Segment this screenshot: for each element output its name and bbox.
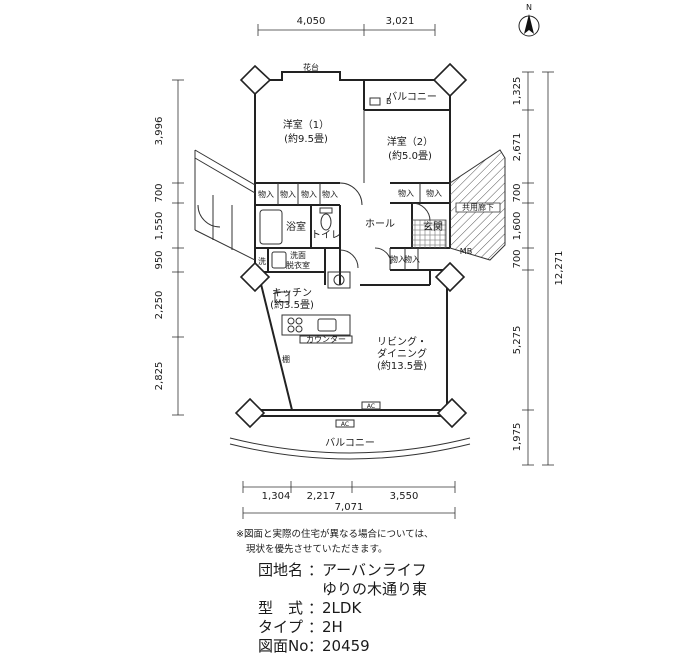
label-shared-corridor: 共用廊下 — [462, 202, 494, 212]
label-flower-bed: 花台 — [303, 62, 319, 72]
label-bath: 浴室 — [286, 220, 306, 233]
label-storage-1: 物入 — [258, 189, 274, 199]
label-dressing-2: 脱衣室 — [286, 260, 310, 270]
info-subtype: タイプ ： 2H — [258, 618, 427, 637]
dim-right-6: 5,275 — [512, 326, 523, 355]
dimension-top — [257, 24, 436, 36]
info-complex-2: ゆりの木通り東 — [258, 580, 427, 599]
info-colon: ： — [308, 561, 324, 579]
info-number: 図面No ： 20459 — [258, 637, 427, 656]
label-storage-8: 物入 — [404, 254, 420, 264]
dim-left-5: 2,250 — [154, 291, 165, 320]
label-wash: 洗 — [258, 256, 266, 266]
interior-details — [197, 97, 471, 460]
info-number-value: 20459 — [322, 637, 370, 655]
label-balcony-south: バルコニー — [325, 437, 375, 449]
label-ac-2: AC — [341, 421, 349, 428]
label-kitchen-name: キッチン — [272, 287, 312, 299]
info-type: 型 式 ： 2LDK — [258, 599, 427, 618]
label-western1-size: (約9.5畳) — [284, 132, 328, 145]
label-balcony-north: バルコニー — [387, 91, 437, 103]
dim-bottom-total: 7,071 — [335, 502, 364, 513]
compass-icon — [518, 14, 540, 37]
dim-top-1: 4,050 — [297, 16, 326, 27]
dim-right-2: 2,671 — [512, 133, 523, 162]
dim-right-total: 12,271 — [554, 251, 565, 286]
dimension-left — [172, 79, 184, 416]
info-complex: 団地名 ： アーバンライフ — [258, 561, 427, 580]
info-subtype-value: 2H — [322, 618, 343, 636]
dimension-right — [522, 71, 554, 466]
label-living-size: (約13.5畳) — [377, 359, 427, 372]
dimension-bottom — [242, 481, 456, 519]
label-storage-7: 物入 — [390, 254, 406, 264]
info-number-label: 図面No — [258, 637, 309, 655]
dim-left-3: 1,550 — [154, 212, 165, 241]
info-colon: ： — [308, 618, 324, 636]
label-western2-size: (約5.0畳) — [388, 149, 432, 162]
label-toilet: トイレ — [311, 230, 341, 241]
pillars — [234, 62, 468, 429]
label-ac-1: AC — [367, 403, 375, 410]
label-storage-4: 物入 — [322, 189, 338, 199]
note-line-1: ※図面と実際の住宅が異なる場合については、 — [236, 529, 434, 540]
info-colon: ： — [308, 637, 324, 655]
dim-right-7: 1,975 — [512, 423, 523, 452]
label-mb: MB — [460, 247, 472, 256]
label-counter: カウンター — [306, 335, 346, 344]
label-b-mark: B — [386, 97, 392, 106]
label-shelf: 棚 — [282, 354, 290, 364]
label-western1-name: 洋室（1） — [283, 118, 329, 131]
dim-left-4: 950 — [154, 250, 165, 269]
dim-right-1: 1,325 — [512, 77, 523, 106]
compass-label: N — [526, 3, 532, 12]
label-living-name-1: リビング・ — [377, 335, 427, 348]
label-storage-5: 物入 — [398, 188, 414, 198]
dim-left-6: 2,825 — [154, 362, 165, 391]
info-complex-label: 団地名 — [258, 561, 304, 579]
label-storage-6: 物入 — [426, 188, 442, 198]
info-colon: ： — [308, 599, 324, 617]
info-type-value: 2LDK — [322, 599, 362, 617]
dim-left-1: 3,996 — [154, 117, 165, 146]
label-living-name-2: ダイニング — [377, 347, 427, 360]
dim-right-5: 700 — [512, 249, 523, 268]
label-storage-3: 物入 — [301, 189, 317, 199]
info-type-label: 型 式 — [258, 599, 304, 617]
dim-bottom-1: 1,304 — [262, 491, 291, 502]
dim-bottom-3: 3,550 — [390, 491, 419, 502]
label-kitchen-size: (約3.5畳) — [270, 298, 314, 311]
info-block: 団地名 ： アーバンライフ ゆりの木通り東 型 式 ： 2LDK タイプ ： 2… — [258, 561, 427, 656]
label-entrance: 玄関 — [423, 220, 443, 233]
disclaimer-note: ※図面と実際の住宅が異なる場合については、 現状を優先させていただきます。 — [236, 527, 434, 557]
dim-bottom-2: 2,217 — [307, 491, 336, 502]
shared-corridor-label-bg — [455, 202, 501, 213]
entrance-tile — [411, 219, 447, 249]
label-storage-2: 物入 — [280, 189, 296, 199]
note-line-2: 現状を優先させていただきます。 — [246, 544, 388, 555]
dim-right-3: 700 — [512, 183, 523, 202]
dim-top-2: 3,021 — [386, 16, 415, 27]
info-complex-line2: ゆりの木通り東 — [322, 580, 428, 598]
info-complex-line1: アーバンライフ — [322, 561, 427, 579]
west-wing — [194, 149, 256, 261]
dim-left-2: 700 — [154, 183, 165, 202]
dim-right-4: 1,600 — [512, 212, 523, 241]
label-hall: ホール — [365, 218, 395, 230]
label-western2-name: 洋室（2） — [387, 135, 433, 148]
info-subtype-label: タイプ — [258, 618, 304, 636]
label-dressing-1: 洗面 — [290, 250, 306, 260]
